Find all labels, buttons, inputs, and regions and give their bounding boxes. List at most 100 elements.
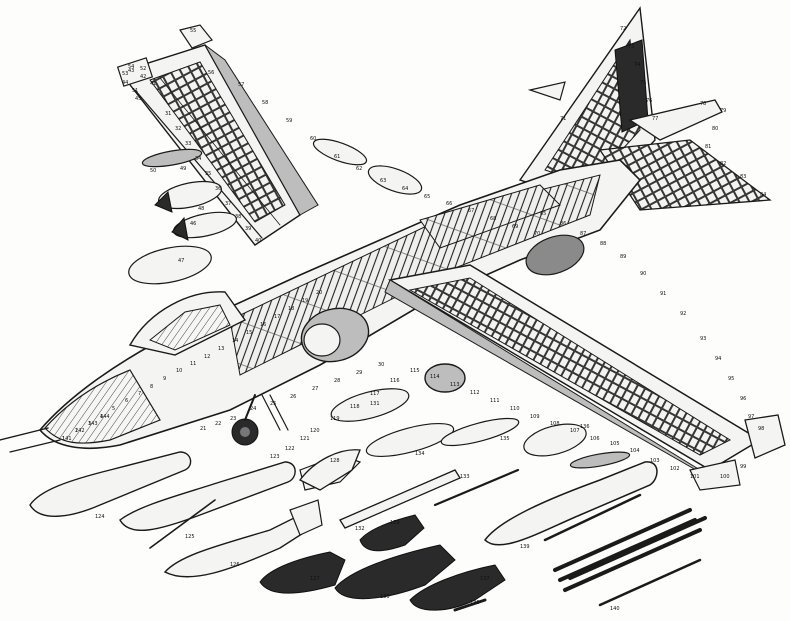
callout-number: 47	[178, 258, 184, 264]
callout-number: 131	[370, 401, 380, 407]
callout-number: 27	[312, 386, 318, 392]
callout-number: 25	[270, 401, 276, 407]
callout-number: 141	[62, 436, 72, 442]
callout-number: 99	[740, 464, 746, 470]
callout-number: 84	[760, 192, 766, 198]
callout-number: 15	[246, 330, 252, 336]
callout-number: 55	[190, 28, 196, 34]
callout-number: 24	[250, 406, 256, 412]
callout-number: 41	[150, 81, 156, 87]
callout-number: 85	[540, 211, 546, 217]
callout-number: 136	[580, 424, 590, 430]
callout-number: 127	[310, 576, 320, 582]
callout-number: 88	[600, 241, 606, 247]
callout-number: 80	[712, 126, 718, 132]
callout-number: 120	[310, 428, 320, 434]
callout-number: 13	[218, 346, 224, 352]
callout-number: 83	[740, 174, 746, 180]
callout-number: 122	[285, 446, 295, 452]
callout-number: 110	[510, 406, 520, 412]
callout-number: 128	[330, 458, 340, 464]
right-wing	[384, 264, 786, 491]
callout-number: 91	[660, 291, 666, 297]
callout-number: 103	[650, 458, 660, 464]
callout-number: 74	[634, 62, 640, 68]
callout-numbers: 1234567891011121314151617181920212223242…	[62, 26, 766, 612]
callout-number: 2	[75, 428, 78, 434]
callout-number: 54	[128, 64, 134, 70]
callout-number: 112	[470, 390, 480, 396]
callout-number: 144	[100, 414, 110, 420]
callout-number: 53	[122, 71, 128, 77]
callout-number: 138	[470, 600, 480, 606]
callout-number: 129	[390, 520, 400, 526]
callout-number: 109	[530, 414, 540, 420]
callout-number: 28	[334, 378, 340, 384]
callout-number: 98	[758, 426, 764, 432]
callout-number: 34	[195, 156, 201, 162]
callout-number: 107	[570, 428, 580, 434]
callout-number: 97	[748, 414, 754, 420]
callout-number: 23	[230, 416, 236, 422]
callout-number: 61	[334, 154, 340, 160]
callout-number: 92	[680, 311, 686, 317]
callout-number: 59	[286, 118, 292, 124]
callout-number: 143	[88, 421, 98, 427]
callout-number: 135	[500, 436, 510, 442]
callout-number: 57	[238, 82, 244, 88]
callout-number: 115	[410, 368, 420, 374]
callout-number: 17	[274, 314, 280, 320]
callout-number: 116	[390, 378, 400, 384]
callout-number: 82	[720, 161, 726, 167]
callout-number: 126	[230, 562, 240, 568]
callout-number: 86	[560, 221, 566, 227]
callout-number: 51	[132, 88, 138, 94]
callout-number: 125	[185, 534, 195, 540]
callout-number: 67	[468, 208, 474, 214]
callout-number: 89	[620, 254, 626, 260]
fuselage	[0, 159, 642, 453]
callout-number: 50	[150, 168, 156, 174]
callout-number: 70	[534, 231, 540, 237]
callout-number: 73	[628, 44, 634, 50]
callout-number: 31	[165, 111, 171, 117]
callout-number: 11	[190, 361, 196, 367]
callout-number: 64	[402, 186, 408, 192]
callout-number: 93	[700, 336, 706, 342]
callout-number: 68	[490, 216, 496, 222]
callout-number: 142	[75, 428, 85, 434]
left-wing-stores	[128, 138, 423, 285]
callout-number: 33	[185, 141, 191, 147]
callout-number: 38	[235, 214, 241, 220]
callout-number: 49	[180, 166, 186, 172]
callout-number: 62	[356, 166, 362, 172]
callout-number: 26	[290, 394, 296, 400]
callout-number: 32	[175, 126, 181, 132]
callout-number: 111	[490, 398, 500, 404]
callout-number: 106	[590, 436, 600, 442]
callout-number: 65	[424, 194, 430, 200]
callout-number: 140	[610, 606, 620, 612]
callout-number: 40	[255, 238, 261, 244]
callout-number: 16	[260, 322, 266, 328]
callout-number: 29	[356, 370, 362, 376]
callout-number: 94	[715, 356, 721, 362]
callout-number: 22	[215, 421, 221, 427]
callout-number: 48	[198, 206, 204, 212]
callout-number: 21	[200, 426, 206, 432]
callout-number: 137	[480, 576, 490, 582]
callout-number: 43	[128, 68, 134, 74]
callout-number: 60	[310, 136, 316, 142]
callout-number: 130	[380, 594, 390, 600]
callout-number: 35	[205, 171, 211, 177]
callout-number: 42	[140, 74, 146, 80]
callout-number: 45	[135, 96, 141, 102]
callout-number: 52	[140, 66, 146, 72]
callout-number: 117	[370, 391, 380, 397]
callout-number: 56	[208, 70, 214, 76]
callout-number: 79	[720, 108, 726, 114]
callout-number: 4	[100, 414, 103, 420]
callout-number: 8	[150, 384, 153, 390]
